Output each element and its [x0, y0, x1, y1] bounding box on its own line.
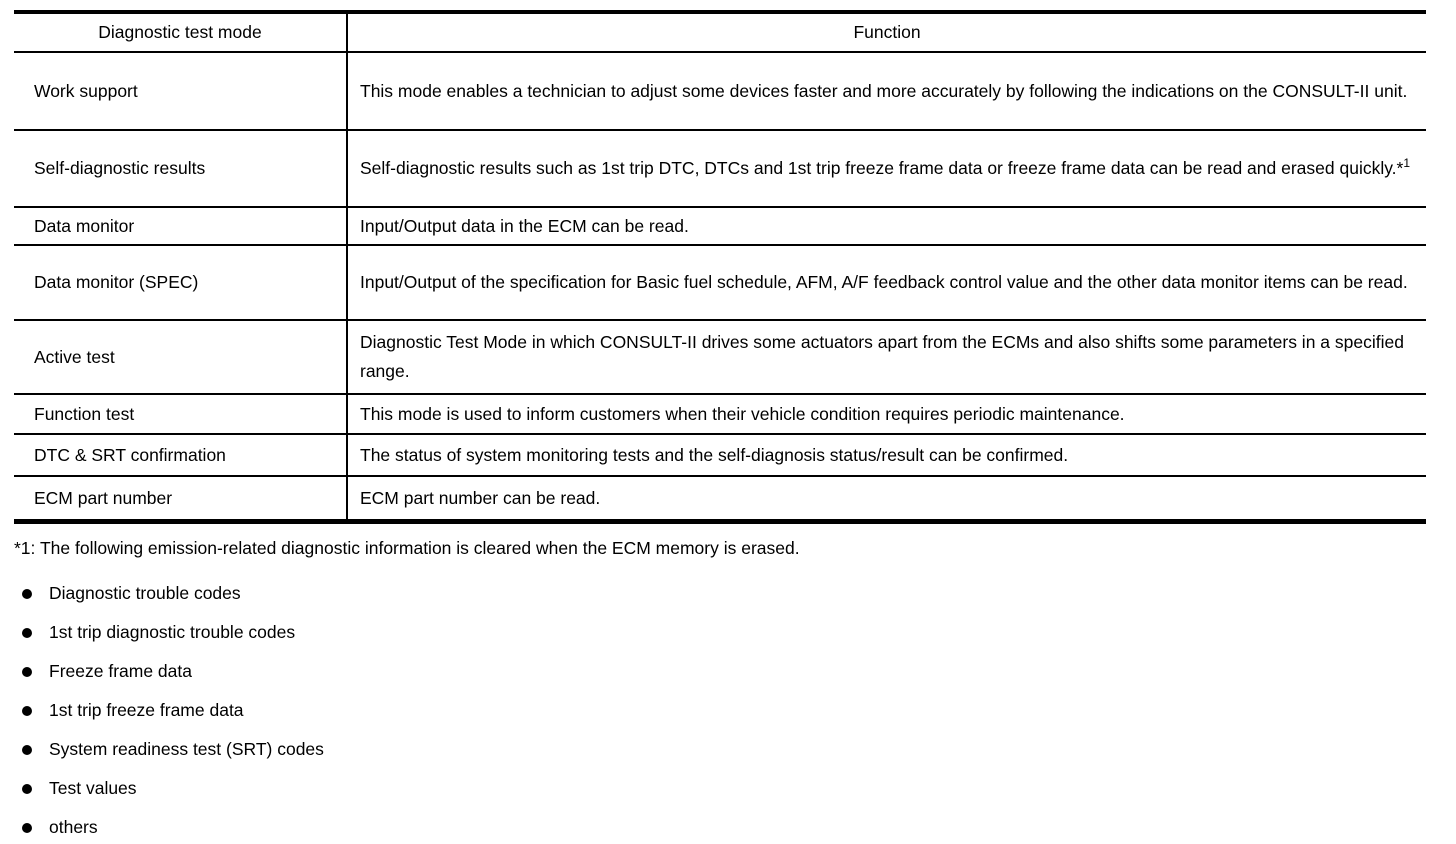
list-item-label: Diagnostic trouble codes	[49, 583, 241, 603]
mode-cell: Data monitor (SPEC)	[14, 244, 348, 320]
table-row: Function test This mode is used to infor…	[14, 393, 1426, 434]
list-item-label: Freeze frame data	[49, 661, 192, 681]
function-cell: This mode is used to inform customers wh…	[347, 393, 1426, 434]
list-item: System readiness test (SRT) codes	[14, 730, 1426, 769]
list-item-label: 1st trip diagnostic trouble codes	[49, 622, 296, 642]
list-item-label: others	[49, 817, 98, 837]
list-item: 1st trip diagnostic trouble codes	[14, 613, 1426, 652]
list-item: Freeze frame data	[14, 652, 1426, 691]
bullet-icon	[22, 705, 32, 716]
table-row: DTC & SRT confirmation The status of sys…	[14, 433, 1426, 476]
bullet-icon	[22, 744, 32, 755]
mode-cell: ECM part number	[14, 475, 348, 522]
table-row: Work support This mode enables a technic…	[14, 51, 1426, 130]
document-content: Diagnostic test mode Function Work suppo…	[14, 10, 1426, 844]
mode-column-header: Diagnostic test mode	[14, 12, 348, 53]
list-item: Test values	[14, 769, 1426, 808]
function-cell: Self-diagnostic results such as 1st trip…	[347, 129, 1426, 207]
footnote-marker-sup: 1	[1403, 156, 1411, 170]
function-cell: Input/Output data in the ECM can be read…	[347, 206, 1426, 245]
bullet-icon	[22, 666, 32, 677]
mode-cell: DTC & SRT confirmation	[14, 433, 348, 476]
mode-cell: Data monitor	[14, 206, 348, 245]
list-item-label: 1st trip freeze frame data	[49, 700, 244, 720]
function-cell: Diagnostic Test Mode in which CONSULT-II…	[347, 319, 1426, 394]
list-item-label: Test values	[49, 778, 137, 798]
diagnostic-test-mode-table: Diagnostic test mode Function Work suppo…	[14, 10, 1426, 524]
mode-cell: Work support	[14, 51, 348, 130]
function-cell: ECM part number can be read.	[347, 475, 1426, 522]
function-cell: Input/Output of the specification for Ba…	[347, 244, 1426, 320]
table-row: Data monitor (SPEC) Input/Output of the …	[14, 244, 1426, 320]
mode-cell: Active test	[14, 319, 348, 394]
bullet-icon	[22, 783, 32, 794]
function-cell: The status of system monitoring tests an…	[347, 433, 1426, 476]
function-column-header: Function	[347, 12, 1426, 53]
bullet-icon	[22, 588, 32, 599]
list-item: Diagnostic trouble codes	[14, 574, 1426, 613]
table-row: Self-diagnostic results Self-diagnostic …	[14, 129, 1426, 207]
table-row: Data monitor Input/Output data in the EC…	[14, 206, 1426, 245]
footnote: *1: The following emission-related diagn…	[14, 538, 800, 558]
table-header-row: Diagnostic test mode Function	[14, 12, 1426, 53]
emission-info-list: Diagnostic trouble codes 1st trip diagno…	[14, 574, 1426, 844]
mode-cell: Function test	[14, 393, 348, 434]
table-row: ECM part number ECM part number can be r…	[14, 475, 1426, 522]
mode-cell: Self-diagnostic results	[14, 129, 348, 207]
list-item-label: System readiness test (SRT) codes	[49, 739, 324, 759]
bullet-icon	[22, 627, 32, 638]
table-row: Active test Diagnostic Test Mode in whic…	[14, 319, 1426, 394]
function-cell: This mode enables a technician to adjust…	[347, 51, 1426, 130]
function-text: Self-diagnostic results such as 1st trip…	[360, 158, 1404, 178]
bullet-icon	[22, 822, 32, 833]
list-item: 1st trip freeze frame data	[14, 691, 1426, 730]
list-item: others	[14, 808, 1426, 844]
